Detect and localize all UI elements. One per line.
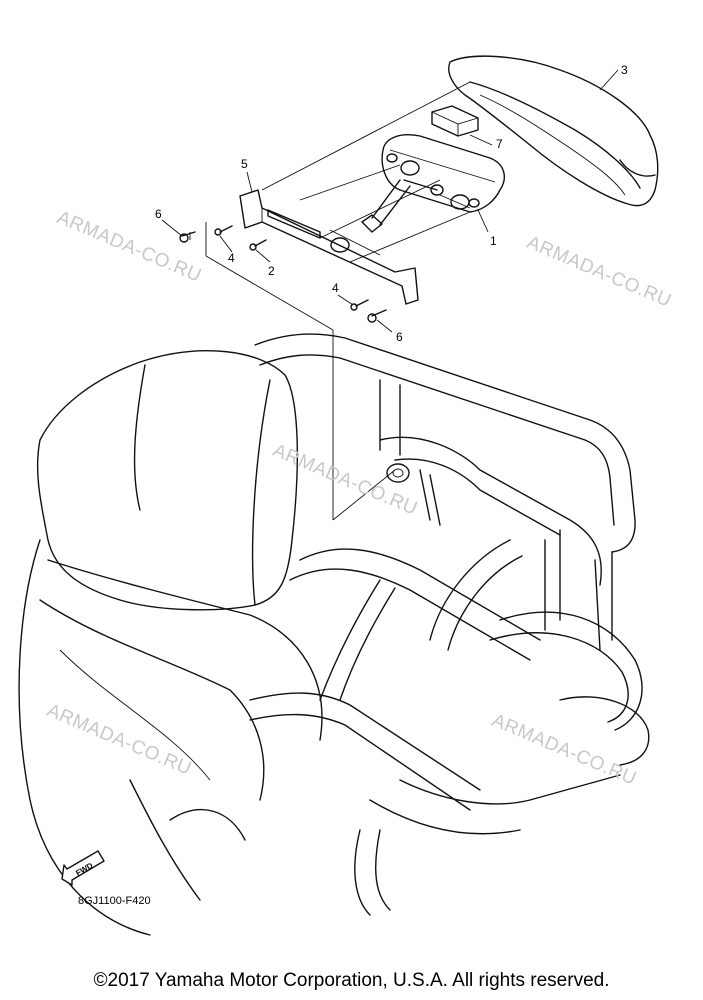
part-6-screw-lower[interactable] <box>367 309 387 323</box>
callout-5: 5 <box>241 157 248 171</box>
part-3-cover[interactable] <box>448 55 659 207</box>
callout-4-upper: 4 <box>228 251 235 265</box>
part-7-pad[interactable] <box>431 105 479 137</box>
part-4-screw-upper[interactable] <box>214 225 233 236</box>
part-4-screw-lower[interactable] <box>350 299 369 311</box>
part-6-screw-upper[interactable] <box>179 231 196 243</box>
callout-6-upper: 6 <box>155 207 162 221</box>
vehicle-rack <box>249 333 650 916</box>
callout-1: 1 <box>490 234 497 248</box>
part-1-tail-light[interactable] <box>361 134 506 233</box>
callout-3: 3 <box>621 63 628 77</box>
reference-lines <box>189 81 471 521</box>
callout-4-lower: 4 <box>332 281 339 295</box>
callout-6-lower: 6 <box>396 330 403 344</box>
vehicle-seat <box>18 350 323 936</box>
part-5-bracket[interactable] <box>239 189 419 305</box>
fwd-arrow-icon: FWD <box>61 850 105 886</box>
callout-labels: 1 2 3 4 4 5 6 6 7 <box>155 63 628 344</box>
callout-7: 7 <box>496 137 503 151</box>
callout-2: 2 <box>268 264 275 278</box>
part-2-screw[interactable] <box>249 239 267 251</box>
diagram-code: 8GJ1100-F420 <box>78 895 151 907</box>
copyright-notice: ©2017 Yamaha Motor Corporation, U.S.A. A… <box>93 970 610 991</box>
